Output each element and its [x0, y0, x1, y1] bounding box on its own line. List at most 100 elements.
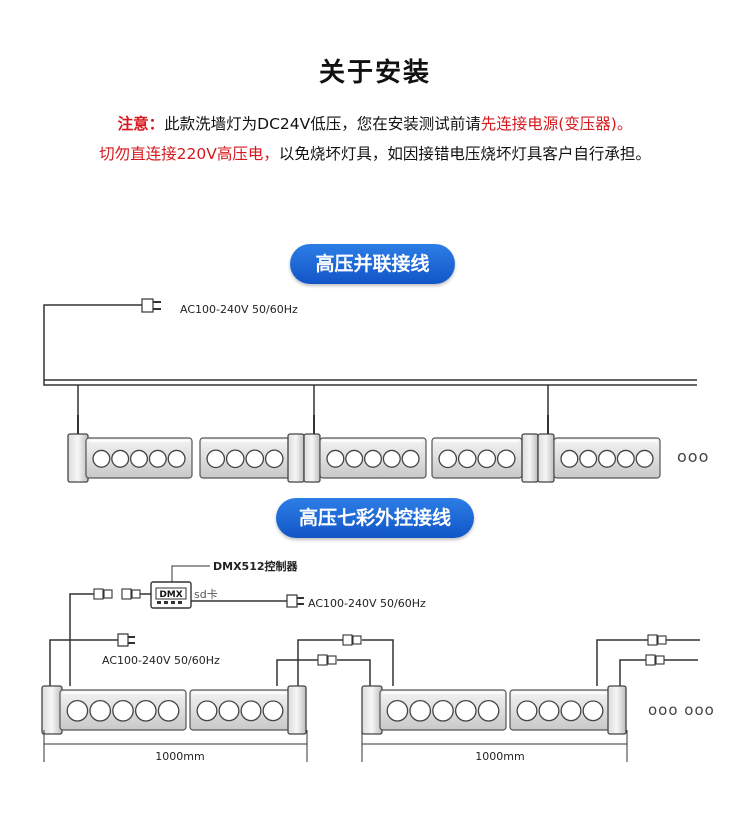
led-lens: [560, 449, 579, 468]
dimension-label-2: 1000mm: [475, 750, 524, 763]
led-lens: [477, 449, 497, 469]
dmx-controller: DMX: [150, 581, 192, 609]
inline-connector: [93, 588, 113, 600]
link-cable-a-right: [362, 639, 394, 686]
notice-label: 注意：: [117, 115, 165, 133]
led-lens: [616, 449, 635, 468]
end-cap: [361, 685, 383, 735]
led-lens: [129, 449, 149, 468]
light-segment: [189, 689, 291, 731]
dimension-lines: [43, 730, 628, 762]
notice-text-2: 以免烧坏灯具，如因接错电压烧坏灯具客户自行承担。: [278, 145, 651, 163]
connector-half: [317, 654, 328, 666]
cable-connectors: [93, 588, 667, 666]
link-cable-a-left: [297, 639, 343, 686]
led-lens: [386, 699, 409, 722]
led-lens: [240, 700, 262, 722]
inline-connector: [647, 634, 667, 646]
led-lens: [326, 449, 345, 468]
out-cable-a: [596, 639, 648, 686]
notice-warning-2: 切勿直连接220V高压电，: [99, 145, 279, 163]
end-cap: [67, 433, 89, 483]
connector-half: [103, 589, 113, 599]
led-lens: [111, 449, 130, 468]
led-lens: [409, 699, 432, 722]
led-lens: [196, 700, 218, 722]
link-cable-b-right: [337, 659, 371, 686]
notice-line-2: 切勿直连接220V高压电，以免烧坏灯具，如因接错电压烧坏灯具客户自行承担。: [0, 142, 750, 164]
led-lens: [477, 699, 500, 722]
light-segment: [431, 437, 523, 479]
led-lens: [432, 699, 454, 722]
led-lens: [218, 700, 240, 722]
led-lens: [112, 699, 134, 722]
link-cable-b-left: [276, 659, 318, 686]
inline-connector: [317, 654, 337, 666]
led-lens: [597, 449, 617, 468]
joint-cap: [521, 433, 539, 483]
connector-half: [342, 634, 353, 646]
connector-half: [647, 634, 658, 646]
led-lens: [538, 700, 560, 722]
more-ellipsis-1: ooo: [677, 447, 709, 466]
led-lens: [345, 449, 364, 468]
joint-cap: [303, 433, 321, 483]
led-lens: [225, 449, 245, 469]
inline-connector: [342, 634, 362, 646]
led-lens: [157, 699, 180, 722]
light-segment: [199, 437, 291, 479]
led-lens: [89, 699, 112, 722]
notice-text-1: 此款洗墙灯为DC24V低压，您在安装测试前请: [164, 115, 481, 133]
mains-plug: [141, 298, 161, 313]
led-lens: [134, 699, 157, 722]
connector-half: [655, 655, 665, 665]
section-pill-parallel: 高压并联接线: [290, 244, 455, 284]
dimension-label-1: 1000mm: [155, 750, 204, 763]
led-lens: [382, 449, 401, 468]
led-lens: [560, 700, 582, 722]
connector-half: [121, 588, 132, 600]
end-cap: [287, 685, 307, 735]
led-lens: [206, 449, 226, 469]
connector-half: [645, 654, 656, 666]
dmx-wiring: [49, 593, 700, 686]
led-lens: [516, 700, 538, 722]
page-title: 关于安装: [318, 58, 431, 88]
led-lens: [438, 449, 458, 469]
led-lens: [582, 700, 604, 722]
light-segment: [509, 689, 611, 731]
bar-power-cable-left: [49, 639, 118, 686]
inline-connector: [645, 654, 665, 666]
light-bar-row-2: [41, 685, 627, 735]
out-cable-b: [619, 659, 646, 686]
mains-plug-controller: [286, 594, 304, 608]
light-bar-row-1: [67, 415, 661, 483]
parallel-wiring: [43, 304, 697, 438]
led-lens: [148, 449, 167, 468]
led-lens: [264, 449, 284, 469]
signal-drop-left: [69, 593, 94, 686]
notice-line-1: 注意：此款洗墙灯为DC24V低压，您在安装测试前请先连接电源(变压器)。: [0, 112, 750, 134]
light-segment: [85, 437, 193, 479]
led-lens: [167, 449, 186, 468]
led-lens: [66, 699, 89, 722]
controller-leader: [171, 565, 210, 582]
light-segment: [553, 437, 661, 479]
inline-connector: [121, 588, 141, 600]
led-lens: [262, 700, 284, 722]
connector-half: [657, 635, 667, 645]
controller-label: DMX512控制器: [213, 559, 299, 573]
joint-cap: [537, 433, 555, 483]
led-lens: [401, 449, 420, 468]
sd-card-label: sd卡: [194, 588, 218, 601]
led-lens: [457, 449, 477, 469]
led-lens: [245, 449, 265, 469]
end-cap: [607, 685, 627, 735]
connector-half: [352, 635, 362, 645]
led-lens: [496, 449, 516, 469]
mains-plug-bar: [117, 633, 135, 647]
led-lens: [579, 449, 598, 468]
led-lens: [92, 449, 111, 468]
led-lens: [635, 449, 654, 468]
